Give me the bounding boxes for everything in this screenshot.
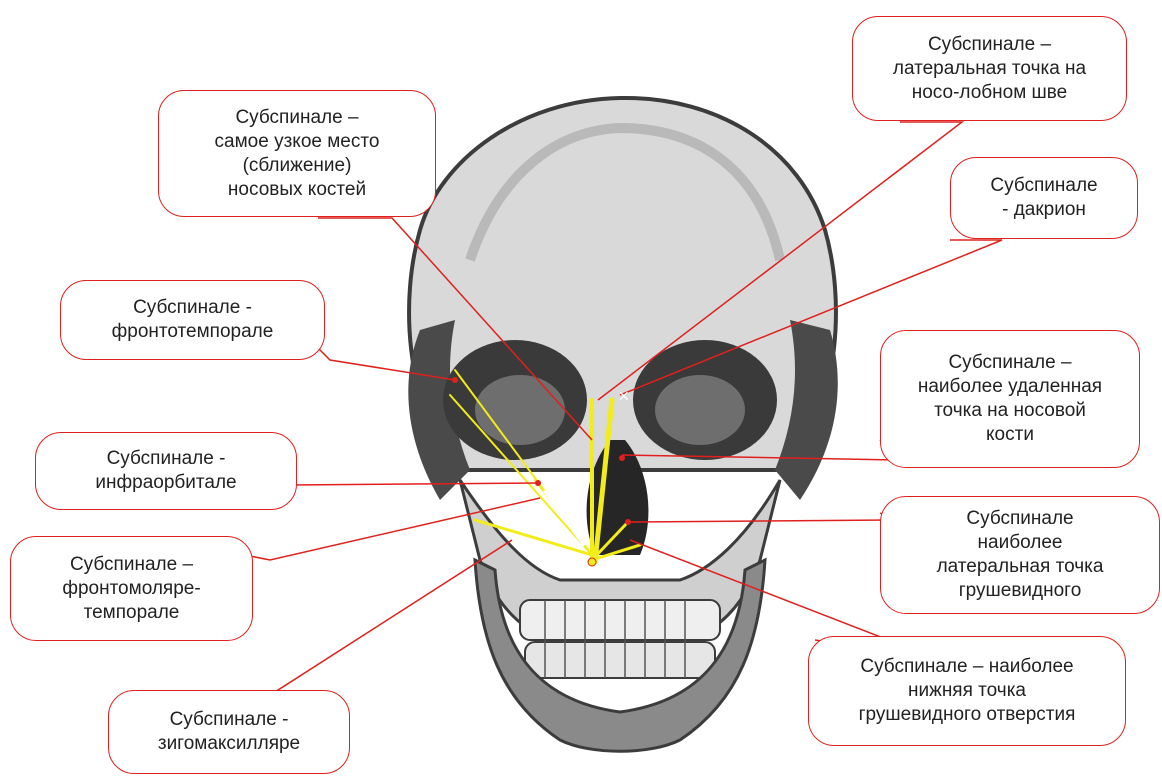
callout-nasal-narrowest: Субспинале – самое узкое место (сближени… xyxy=(158,90,436,217)
skull-illustration xyxy=(408,98,837,751)
right-orbit-inner xyxy=(655,375,745,445)
callout-text: Субспинале – самое узкое место (сближени… xyxy=(215,106,380,202)
measure-line-white xyxy=(545,490,585,545)
pointer-zygomaxillare xyxy=(230,540,512,708)
callout-text: Субспинале – фронтомоляре- темпорале xyxy=(62,553,200,625)
callout-zygomaxillare: Субспинале - зигомаксилляре xyxy=(108,690,350,774)
callout-dacryon: Субспинале - дакрион xyxy=(950,157,1138,239)
upper-teeth xyxy=(520,600,720,640)
callout-frontotemporale: Субспинале - фронтотемпорале xyxy=(60,280,325,360)
dacryon-marker: ✕ xyxy=(618,388,630,404)
callout-text: Субспинале - инфраорбитале xyxy=(95,447,236,495)
callout-text: Субспинале - фронтотемпорале xyxy=(112,296,274,344)
callout-text: Субспинале – наиболее нижняя точка груше… xyxy=(859,655,1076,727)
callout-text: Субспинале – наиболее удаленная точка на… xyxy=(918,351,1102,447)
callout-text: Субспинале наиболее латеральная точка гр… xyxy=(937,507,1104,603)
callout-piriform-lowest: Субспинале – наиболее нижняя точка груше… xyxy=(808,636,1126,746)
callout-text: Субспинале - зигомаксилляре xyxy=(158,708,300,756)
piriform-lateral-point xyxy=(625,519,631,525)
nasal-distal-point xyxy=(619,455,625,461)
callout-frontomolare: Субспинале – фронтомоляре- темпорале xyxy=(10,536,253,641)
callout-text: Субспинале - дакрион xyxy=(990,174,1097,222)
callout-nasal-distal: Субспинале – наиболее удаленная точка на… xyxy=(880,330,1140,468)
frontotemporale-point xyxy=(452,377,458,383)
lower-teeth xyxy=(525,642,715,678)
callout-infraorbitale: Субспинале - инфраорбитале xyxy=(35,432,297,510)
left-orbit-inner xyxy=(475,375,565,445)
callout-frontonasal-lateral: Субспинале – латеральная точка на носо-л… xyxy=(852,16,1127,121)
callout-text: Субспинале – латеральная точка на носо-л… xyxy=(893,33,1086,105)
callout-piriform-lateral: Субспинале наиболее латеральная точка гр… xyxy=(880,496,1160,614)
pointer-infraorbitale xyxy=(280,478,538,485)
subspinale-point xyxy=(588,558,596,566)
infraorbitale-point xyxy=(535,480,541,486)
